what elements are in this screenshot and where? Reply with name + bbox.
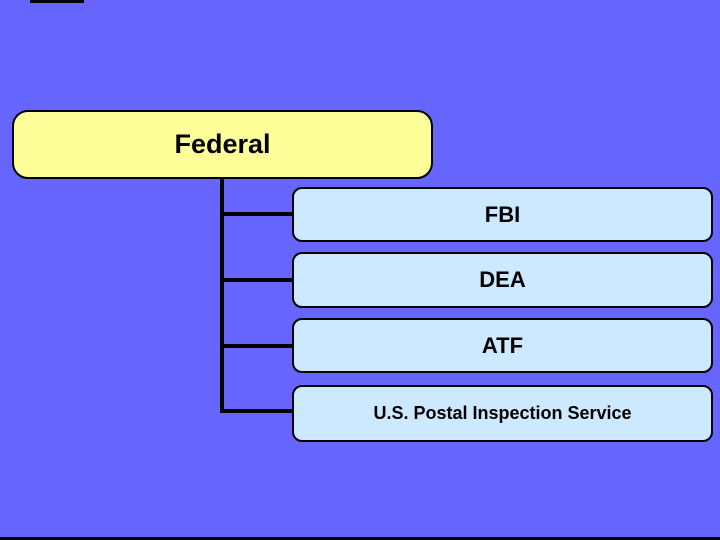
org-node-atf-label: ATF — [481, 332, 524, 358]
org-node-atf: ATF — [292, 318, 713, 373]
connector-branch-fbi — [220, 212, 294, 216]
org-node-postal-inspection-label: U.S. Postal Inspection Service — [373, 403, 632, 423]
org-node-fbi-label: FBI — [484, 201, 521, 227]
org-node-dea: DEA — [292, 252, 713, 308]
top-edge-mark — [30, 0, 84, 3]
org-node-dea-label: DEA — [479, 267, 526, 292]
org-node-postal-inspection: U.S. Postal Inspection Service — [292, 385, 713, 442]
org-node-federal: Federal — [12, 110, 433, 179]
connector-branch-postal — [220, 409, 294, 413]
connector-branch-dea — [220, 278, 294, 282]
bottom-edge-line — [0, 537, 720, 540]
connector-branch-atf — [220, 344, 294, 348]
org-node-fbi: FBI — [292, 187, 713, 242]
connector-trunk — [220, 177, 224, 413]
org-node-federal-label: Federal — [174, 129, 271, 159]
